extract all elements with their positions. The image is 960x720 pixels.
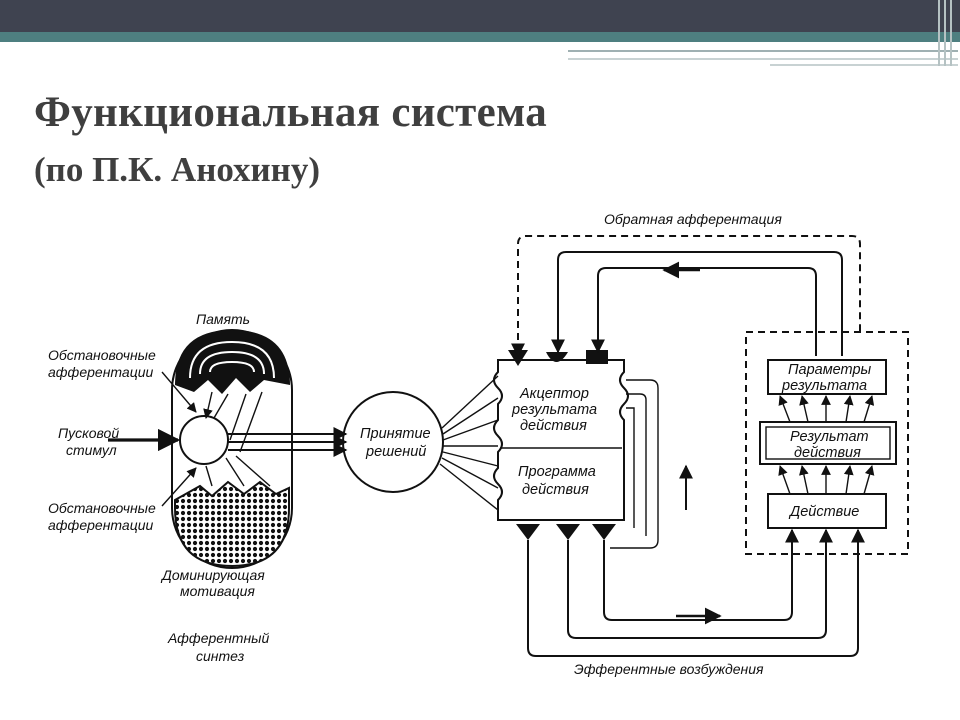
trigger-stimulus-line2: стимул	[66, 442, 117, 458]
acceptor-line1: Акцептор	[519, 386, 589, 402]
result-parameters-line1: Параметры	[788, 362, 872, 378]
memory-label: Память	[196, 311, 250, 327]
acceptor-program-block	[493, 350, 629, 540]
reverse-afferentation-label: Обратная афферентация	[604, 211, 782, 227]
decor-vline-2	[944, 0, 946, 66]
slide-subtitle: (по П.К. Анохину)	[34, 150, 320, 189]
program-line2: действия	[522, 482, 589, 498]
action-box	[767, 493, 887, 529]
afferent-synthesis-line2: синтез	[196, 648, 245, 664]
decor-vline-3	[950, 0, 952, 66]
decor-vline-1	[938, 0, 940, 66]
synthesis-circle	[179, 415, 229, 465]
action-result-box-outer	[759, 421, 897, 465]
program-line1: Программа	[518, 464, 596, 480]
efferent-loop-middle	[567, 528, 833, 639]
slide-title: Функциональная система	[34, 89, 548, 136]
efferent-loop-inner	[603, 528, 799, 621]
decision-line2: решений	[365, 444, 426, 460]
acceptor-socket-2	[546, 352, 568, 362]
memory-region	[175, 330, 290, 394]
decor-line-1	[568, 50, 958, 52]
dominant-motivation-line1: Доминирующая	[160, 567, 265, 583]
top-accent-bar	[0, 32, 960, 42]
env-afferentation-bottom-line1: Обстановочные	[48, 500, 156, 516]
env-afferentation-top-line2: афферентации	[48, 364, 153, 380]
result-parameters-line2: результата	[781, 378, 867, 394]
result-parameters-box	[767, 359, 887, 395]
program-output-3	[592, 524, 616, 540]
program-output-1	[516, 524, 540, 540]
env-afferentation-top-line1: Обстановочные	[48, 347, 156, 363]
decor-line-3	[770, 64, 958, 66]
action-result-line2: действия	[794, 445, 861, 461]
action-result-box-inner	[765, 426, 891, 460]
program-output-2	[556, 524, 580, 540]
action-label: Действие	[788, 504, 859, 520]
decision-circle	[342, 391, 444, 493]
reverse-afferentation-solid-inner	[597, 267, 817, 356]
decor-line-2	[568, 58, 958, 60]
action-result-line1: Результат	[790, 429, 869, 445]
acceptor-socket-3	[586, 350, 608, 364]
efferent-loop-outer	[527, 528, 865, 657]
env-afferentation-bottom-line2: афферентации	[48, 517, 153, 533]
trigger-stimulus-line1: Пусковой	[58, 425, 119, 441]
decision-line1: Принятие	[360, 426, 431, 442]
reverse-afferentation-dashed	[517, 235, 861, 352]
dominant-motivation-line2: мотивация	[180, 583, 255, 599]
afferent-synthesis-line1: Афферентный	[167, 630, 269, 646]
reverse-afferentation-solid-outer	[557, 251, 843, 356]
top-bar	[0, 0, 960, 32]
afferent-synthesis-block	[171, 329, 293, 569]
acceptor-line2: результата	[511, 402, 597, 418]
efferent-excitation-label: Эфферентные возбуждения	[574, 661, 764, 677]
acceptor-line3: действия	[520, 418, 587, 434]
motivation-fill	[174, 480, 290, 568]
